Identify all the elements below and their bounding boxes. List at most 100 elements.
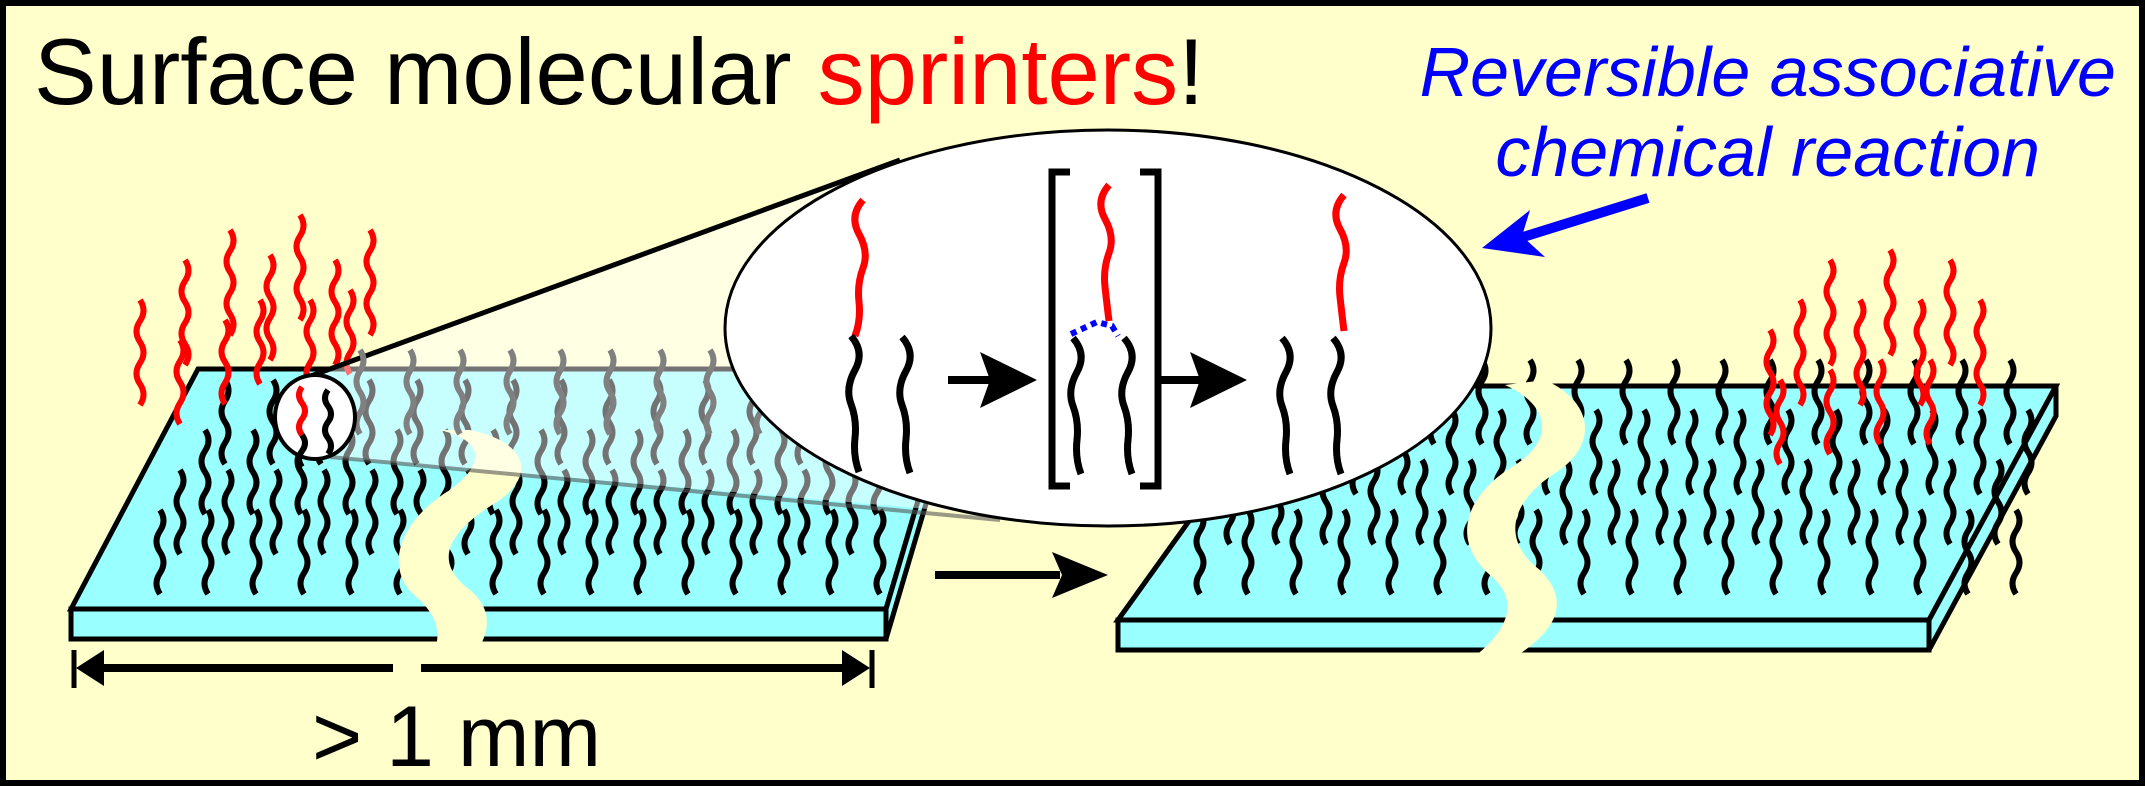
surface-chain: [201, 508, 215, 596]
mobile-chain: [1973, 298, 1987, 407]
surface-chain: [1961, 508, 1975, 596]
surface-chain: [1811, 358, 1825, 446]
surface-chain: [1559, 458, 1573, 546]
surface-chain: [1625, 508, 1639, 596]
surface-chain: [1877, 408, 1891, 496]
surface-chain: [1433, 508, 1447, 596]
surface-chain: [1523, 358, 1537, 446]
mobile-chain: [1883, 248, 1897, 357]
surface-chain: [1847, 458, 1861, 546]
inset-arrow-1: [948, 352, 1037, 408]
surface-chain: [390, 428, 404, 516]
surface-chain: [1337, 508, 1351, 596]
ts-anchor-chain-2: [1118, 335, 1136, 476]
mobile-chain: [173, 338, 187, 426]
surface-chain: [585, 508, 599, 596]
surface-chain: [1973, 408, 1987, 496]
ghost-chain: [653, 348, 667, 436]
surface-chain: [1445, 408, 1459, 496]
surface-chain: [653, 468, 667, 556]
surface-chain: [1637, 408, 1651, 496]
mobile-chain: [253, 298, 267, 386]
reactant-anchor-chain-2: [896, 334, 914, 475]
surface-chain: [1859, 358, 1873, 446]
annotation-arrow: [1482, 193, 1650, 257]
ghost-chain: [603, 348, 617, 436]
surface-chain: [297, 508, 311, 596]
mobile-chain: [293, 213, 307, 322]
bracket-right: [1140, 168, 1162, 490]
surface-chain: [749, 468, 763, 556]
product-anchor-chain-1: [1276, 335, 1294, 476]
surface-chain: [845, 468, 859, 556]
surface-chain: [681, 508, 695, 596]
product-mobile-chain: [1332, 192, 1350, 332]
surface-chain: [1577, 508, 1591, 596]
reactant-anchor-chain-1: [845, 333, 863, 474]
left-mobile-chains: [133, 213, 377, 426]
surface-chain: [557, 468, 571, 556]
right-mobile-chains: [1763, 248, 1987, 466]
surface-chain: [1733, 408, 1747, 496]
surface-chain: [1943, 458, 1957, 546]
surface-chain: [1673, 508, 1687, 596]
surface-chain: [365, 468, 379, 556]
ghost-chain: [453, 348, 467, 436]
mobile-chain: [223, 228, 237, 337]
mobile-chain: [1913, 298, 1927, 407]
surface-chain: [1667, 358, 1681, 446]
surface-chain: [537, 508, 551, 596]
surface-chain: [1607, 458, 1621, 546]
magnifier-focus-circle: [273, 373, 357, 461]
surface-chain: [2003, 358, 2017, 446]
mobile-chain: [178, 258, 192, 367]
surface-chain: [221, 468, 235, 556]
ghost-chain: [553, 348, 567, 436]
surface-chain: [582, 428, 596, 516]
product-group: [1276, 192, 1350, 476]
surface-chain: [1715, 358, 1729, 446]
focus-black-chain-2: [322, 388, 334, 456]
surface-chain: [458, 378, 472, 466]
focus-red-chain: [296, 385, 308, 437]
surface-chain: [345, 508, 359, 596]
surface-chain: [1703, 458, 1717, 546]
surface-chain: [825, 508, 839, 596]
surface-chain: [729, 508, 743, 596]
figure-title: Surface molecular sprinters!: [34, 19, 1204, 124]
surface-chain: [269, 468, 283, 556]
inset-ellipse: [723, 128, 1493, 528]
ts-anchor-chain-1: [1067, 335, 1085, 476]
title-prefix: Surface molecular: [34, 19, 818, 124]
mobile-chain: [328, 258, 342, 367]
ghost-chain: [703, 348, 717, 436]
mobile-chain: [1823, 258, 1837, 367]
surface-chain: [701, 468, 715, 556]
mobile-chain: [1763, 328, 1777, 437]
surface-chain: [633, 508, 647, 596]
annotation-line-2: chemical reaction: [1495, 113, 2040, 191]
surface-chain: [1655, 458, 1669, 546]
title-highlight: sprinters: [818, 19, 1178, 124]
surface-chain: [1751, 458, 1765, 546]
surface-chain: [873, 508, 887, 596]
surface-chain: [1721, 508, 1735, 596]
right-break-mark: [1467, 380, 1586, 660]
surface-chain: [1415, 458, 1429, 546]
surface-chain: [1769, 508, 1783, 596]
surface-chain: [678, 428, 692, 516]
mobile-chain: [1943, 258, 1957, 367]
surface-chain: [1685, 408, 1699, 496]
reaction-inset: [723, 128, 1493, 528]
surface-chain: [2009, 508, 2023, 596]
dimension-indicator: [71, 650, 875, 688]
surface-chain: [410, 378, 424, 466]
surface-chain: [1925, 408, 1939, 496]
mobile-chain: [218, 318, 232, 406]
surface-chain: [1955, 358, 1969, 446]
surface-chain: [1589, 408, 1603, 496]
surface-chain: [1991, 458, 2005, 546]
ghost-chain: [353, 348, 367, 436]
annotation-line-1: Reversible associative: [1420, 33, 2116, 111]
